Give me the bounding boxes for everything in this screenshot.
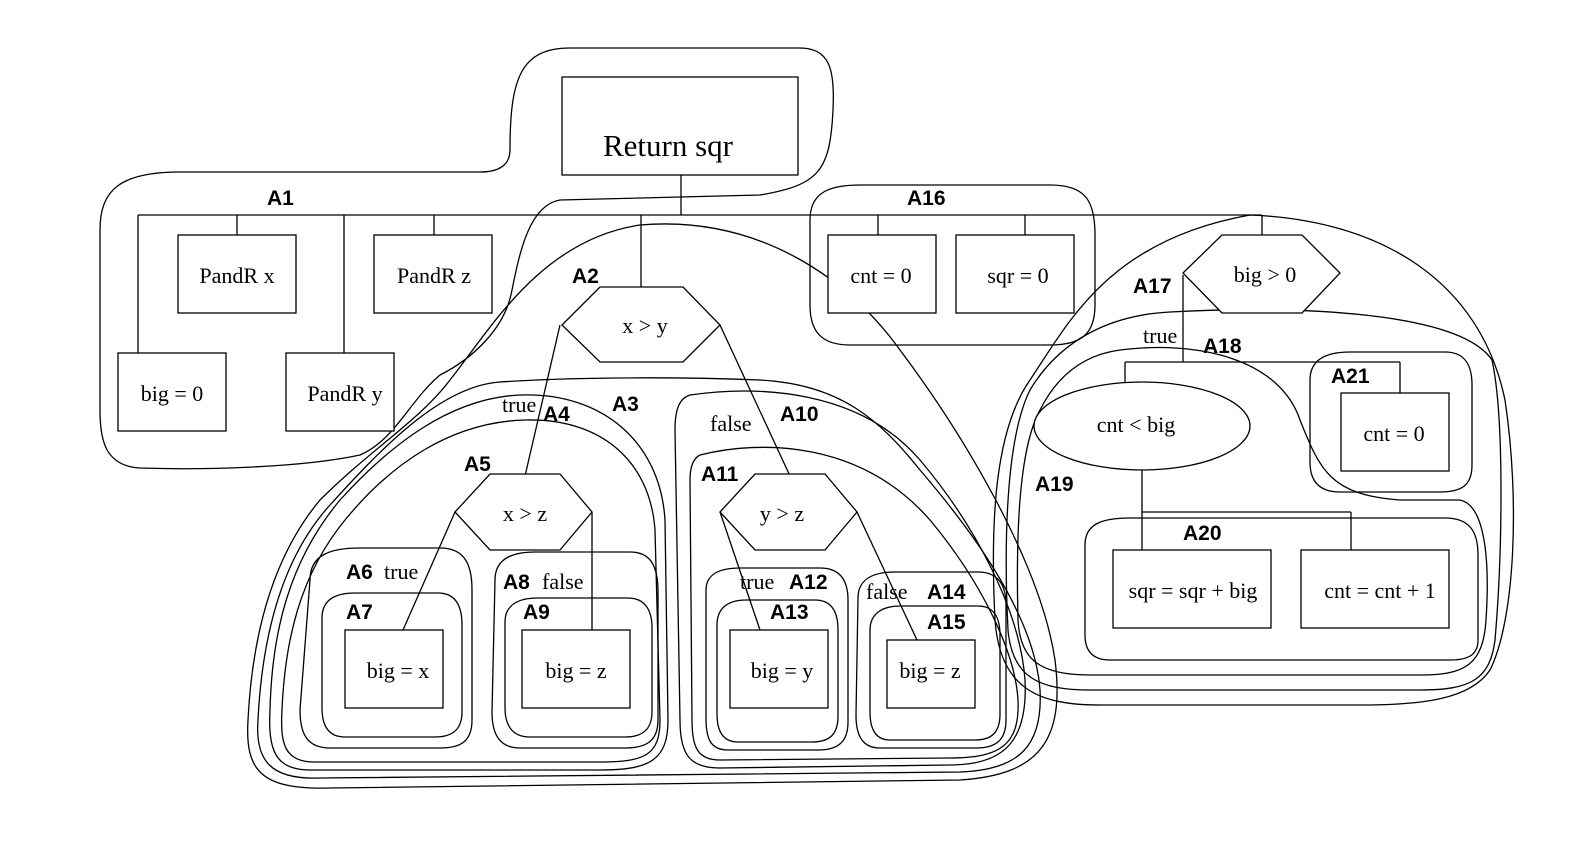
- region-a3-outline: [256, 377, 1041, 779]
- region-label-a15: A15: [927, 611, 966, 634]
- region-label-a12: A12: [789, 571, 828, 594]
- edge-y-gt-z-false: [856, 511, 918, 641]
- node-cnt-lt-big-label: cnt < big: [1097, 412, 1175, 437]
- region-label-a20: A20: [1183, 522, 1222, 545]
- region-a12-outline: [705, 567, 849, 751]
- node-big-eq-x-label: big = x: [367, 658, 430, 683]
- region-a20-outline: [1084, 517, 1479, 661]
- region-a6-outline: [299, 547, 473, 749]
- region-label-a11: A11: [701, 463, 739, 486]
- region-a9-outline: [504, 597, 653, 738]
- region-a2-outline: [246, 223, 1058, 789]
- node-x-gt-y: x > y: [561, 286, 721, 363]
- node-big-eq-y-label: big = y: [751, 658, 814, 683]
- node-pandr-z: PandR z: [373, 234, 493, 314]
- node-x-gt-z: x > z: [454, 473, 593, 551]
- node-big-eq-0: big = 0: [117, 352, 227, 432]
- edge-label-x-gt-y-true: true: [502, 392, 536, 417]
- node-cnt-lt-big: cnt < big: [1033, 381, 1251, 471]
- region-label-a1: A1: [267, 187, 294, 210]
- node-cnt-eq-0-top-label: cnt = 0: [850, 263, 911, 288]
- edge-label-x-gt-z-false: false: [542, 569, 584, 594]
- node-return-sqr: Return sqr: [561, 76, 799, 176]
- node-sqr-eq-0-label: sqr = 0: [987, 263, 1048, 288]
- edge-x-gt-z-true: [402, 511, 456, 631]
- region-a14-outline: [855, 571, 1007, 749]
- node-pandr-x: PandR x: [177, 234, 297, 314]
- region-label-a9: A9: [523, 601, 550, 624]
- node-cnt-eq-0-right: cnt = 0: [1340, 392, 1450, 472]
- region-label-a3: A3: [612, 393, 639, 416]
- node-big-eq-y: big = y: [729, 629, 829, 709]
- node-y-gt-z: y > z: [719, 473, 858, 551]
- region-label-a14: A14: [927, 581, 966, 604]
- region-label-a7: A7: [346, 601, 373, 624]
- node-cnt-update: cnt = cnt + 1: [1300, 549, 1450, 629]
- node-return-sqr-label: Return sqr: [603, 128, 734, 163]
- node-pandr-x-label: PandR x: [199, 263, 274, 288]
- edges: [137, 175, 1401, 641]
- node-cnt-update-label: cnt = cnt + 1: [1324, 578, 1436, 603]
- node-x-gt-y-label: x > y: [622, 313, 667, 338]
- region-label-a5: A5: [464, 453, 491, 476]
- region-a7-outline: [321, 592, 463, 738]
- region-label-a4: A4: [543, 403, 570, 426]
- region-a15-outline: [869, 605, 1001, 741]
- node-big-eq-z-left-label: big = z: [545, 658, 607, 683]
- region-a13-outline: [716, 599, 839, 743]
- node-sqr-eq-0: sqr = 0: [955, 234, 1075, 314]
- region-label-a10: A10: [780, 403, 819, 426]
- node-sqr-update-label: sqr = sqr + big: [1129, 578, 1258, 603]
- node-big-eq-z-left: big = z: [521, 629, 631, 709]
- nodes: Return sqr PandR x PandR z big = 0 PandR…: [117, 76, 1450, 709]
- edge-y-gt-z-true: [719, 511, 761, 631]
- node-big-gt-0: big > 0: [1182, 234, 1341, 314]
- edge-x-gt-y-true: [524, 324, 561, 477]
- edge-label-big-gt-0-true: true: [1143, 323, 1177, 348]
- region-label-a21: A21: [1331, 365, 1370, 388]
- region-a21-outline: [1309, 351, 1473, 493]
- region-a18-outline: [1005, 309, 1502, 691]
- node-big-eq-x: big = x: [344, 629, 444, 709]
- region-a19-outline: [1016, 346, 1488, 676]
- edge-label-y-gt-z-false: false: [866, 579, 908, 604]
- edge-label-y-gt-z-true: true: [740, 569, 774, 594]
- region-label-a8: A8: [503, 571, 530, 594]
- region-label-a16: A16: [907, 187, 946, 210]
- node-cnt-eq-0-right-label: cnt = 0: [1363, 421, 1424, 446]
- region-a10-outline: [674, 390, 1026, 769]
- node-y-gt-z-label: y > z: [760, 501, 804, 526]
- node-big-eq-z-right-label: big = z: [899, 658, 961, 683]
- node-cnt-eq-0-top: cnt = 0: [827, 234, 937, 314]
- region-a17-outline: [992, 214, 1515, 706]
- region-label-a19: A19: [1035, 473, 1074, 496]
- node-pandr-z-label: PandR z: [397, 263, 471, 288]
- edge-x-gt-y-false: [719, 324, 791, 477]
- region-label-a13: A13: [770, 601, 809, 624]
- region-a1-outline: [99, 47, 835, 470]
- region-label-a6: A6: [346, 561, 373, 584]
- region-a16-outline: [809, 184, 1096, 346]
- node-pandr-y-label: PandR y: [307, 381, 382, 406]
- node-sqr-update: sqr = sqr + big: [1112, 549, 1272, 629]
- region-labels: A1 A2 A3 A4 A5 A6 A7 A8 A9 A10 A11 A12 A…: [267, 187, 1370, 634]
- region-outlines: [99, 47, 1515, 789]
- region-a4-outline: [269, 394, 669, 771]
- region-a5-outline: [280, 419, 661, 763]
- region-label-a18: A18: [1203, 335, 1242, 358]
- node-big-eq-0-label: big = 0: [141, 381, 204, 406]
- edge-label-x-gt-y-false: false: [710, 411, 752, 436]
- region-a8-outline: [491, 551, 659, 749]
- node-big-gt-0-label: big > 0: [1234, 262, 1297, 287]
- node-x-gt-z-label: x > z: [503, 501, 547, 526]
- edge-label-x-gt-z-true: true: [384, 559, 418, 584]
- region-label-a2: A2: [572, 265, 599, 288]
- node-big-eq-z-right: big = z: [886, 639, 976, 709]
- edge-labels: true false true false true false true: [384, 323, 1177, 604]
- region-a11-outline: [689, 446, 1019, 761]
- region-label-a17: A17: [1133, 275, 1172, 298]
- node-pandr-y: PandR y: [285, 352, 395, 432]
